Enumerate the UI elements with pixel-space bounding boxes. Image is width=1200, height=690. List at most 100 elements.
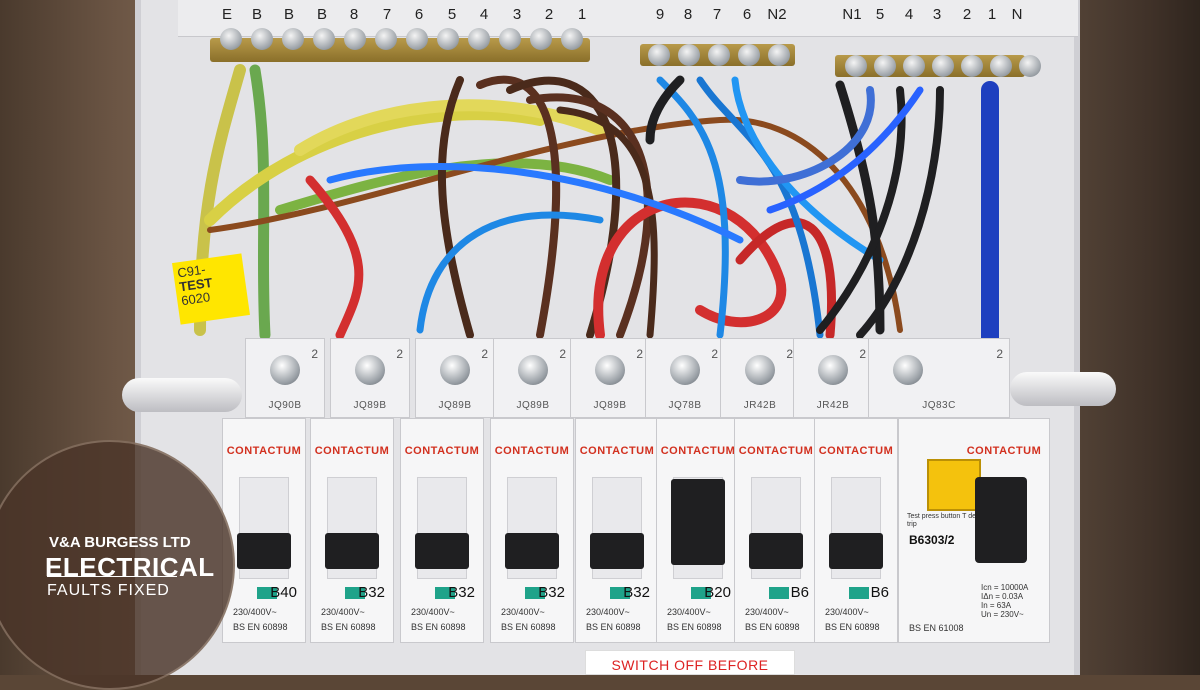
- rail-label-left-1: B: [251, 6, 262, 23]
- brand-label: CONTACTUM: [579, 445, 655, 457]
- status-window: [257, 587, 277, 599]
- rcd-spec: Icn = 10000A: [981, 583, 1029, 592]
- terminal-code: JQ90B: [268, 400, 302, 411]
- busbar-screw-icon: [530, 28, 552, 50]
- terminal-screw-icon: [745, 355, 775, 385]
- terminal-number: 2: [636, 347, 643, 361]
- rcd-test-button[interactable]: [927, 459, 981, 511]
- breaker-standard: BS EN 60898: [825, 622, 880, 632]
- breaker-toggle[interactable]: [415, 533, 469, 569]
- busbar-screw-icon: [874, 55, 896, 77]
- rcd-spec: In = 63A: [981, 601, 1012, 610]
- rail-label-right-5: 1: [987, 6, 997, 23]
- test-sticker: C91- TEST 6020: [172, 253, 250, 325]
- terminal-screw-icon: [518, 355, 548, 385]
- terminal-code: JQ78B: [668, 400, 702, 411]
- warning-sticker: SWITCH OFF BEFORE: [585, 650, 795, 675]
- cable-conduit-left: [122, 378, 242, 412]
- breaker-toggle[interactable]: [237, 533, 291, 569]
- breaker-rating: B32: [358, 584, 385, 601]
- earth-busbar: [210, 38, 590, 62]
- rail-label-right-6: N: [1011, 6, 1023, 23]
- status-window: [435, 587, 455, 599]
- breaker-toggle[interactable]: [749, 533, 803, 569]
- rail-label-mid-4: N2: [767, 6, 787, 23]
- status-window: [610, 587, 630, 599]
- rail-label-left-7: 5: [447, 6, 457, 23]
- terminal-code: JR42B: [743, 400, 777, 411]
- terminal-number: 2: [711, 347, 718, 361]
- rcd-standard: BS EN 61008: [909, 623, 964, 633]
- terminal-code: JQ83C: [922, 400, 956, 411]
- breaker-voltage: 230/400V~: [501, 607, 545, 617]
- breaker-standard: BS EN 60898: [501, 622, 556, 632]
- rail-label-right-3: 3: [932, 6, 942, 23]
- busbar-screw-icon: [708, 44, 730, 66]
- breaker-standard: BS EN 60898: [667, 622, 722, 632]
- rail-label-right-0: N1: [842, 6, 862, 23]
- breaker-toggle[interactable]: [590, 533, 644, 569]
- rcd-test-instruction: Test press button T device must trip: [907, 513, 1006, 528]
- terminal-number: 2: [786, 347, 793, 361]
- busbar-screw-icon: [406, 28, 428, 50]
- warning-text: SWITCH OFF BEFORE: [611, 657, 769, 673]
- terminal-screw-icon: [270, 355, 300, 385]
- breaker-rating: B32: [623, 584, 650, 601]
- terminal-screw-icon: [595, 355, 625, 385]
- busbar-screw-icon: [375, 28, 397, 50]
- brand-label: CONTACTUM: [404, 445, 480, 457]
- status-window: [849, 587, 869, 599]
- breaker-voltage: 230/400V~: [745, 607, 789, 617]
- rail-label-left-9: 3: [512, 6, 522, 23]
- terminal-number: 2: [481, 347, 488, 361]
- breaker-toggle[interactable]: [829, 533, 883, 569]
- breaker-standard: BS EN 60898: [411, 622, 466, 632]
- busbar-screw-icon: [961, 55, 983, 77]
- breaker-voltage: 230/400V~: [321, 607, 365, 617]
- rail-label-left-10: 2: [544, 6, 554, 23]
- terminal-number: 2: [311, 347, 318, 361]
- breaker-voltage: 230/400V~: [667, 607, 711, 617]
- busbar-screw-icon: [903, 55, 925, 77]
- busbar-screw-icon: [344, 28, 366, 50]
- status-window: [345, 587, 365, 599]
- busbar-screw-icon: [437, 28, 459, 50]
- rail-label-left-4: 8: [349, 6, 359, 23]
- busbar-screw-icon: [1019, 55, 1041, 77]
- terminal-screw-icon: [893, 355, 923, 385]
- rail-label-left-2: B: [283, 6, 294, 23]
- brand-label: CONTACTUM: [226, 445, 302, 457]
- terminal-code: JQ89B: [438, 400, 472, 411]
- breaker-toggle[interactable]: [671, 479, 725, 565]
- breaker-toggle[interactable]: [505, 533, 559, 569]
- breaker-standard: BS EN 60898: [586, 622, 641, 632]
- breaker-toggle[interactable]: [325, 533, 379, 569]
- breaker-rating: B6: [790, 584, 809, 601]
- terminal-code: JQ89B: [593, 400, 627, 411]
- terminal-number: 2: [396, 347, 403, 361]
- busbar-screw-icon: [468, 28, 490, 50]
- breaker-standard: BS EN 60898: [321, 622, 376, 632]
- busbar-screw-icon: [845, 55, 867, 77]
- terminal-code: JQ89B: [516, 400, 550, 411]
- busbar-screw-icon: [648, 44, 670, 66]
- breaker-rating: B32: [448, 584, 475, 601]
- rcd-toggle[interactable]: [975, 477, 1027, 563]
- busbar-screw-icon: [738, 44, 760, 66]
- terminal-screw-icon: [670, 355, 700, 385]
- breaker-voltage: 230/400V~: [233, 607, 277, 617]
- rail-label-left-11: 1: [577, 6, 587, 23]
